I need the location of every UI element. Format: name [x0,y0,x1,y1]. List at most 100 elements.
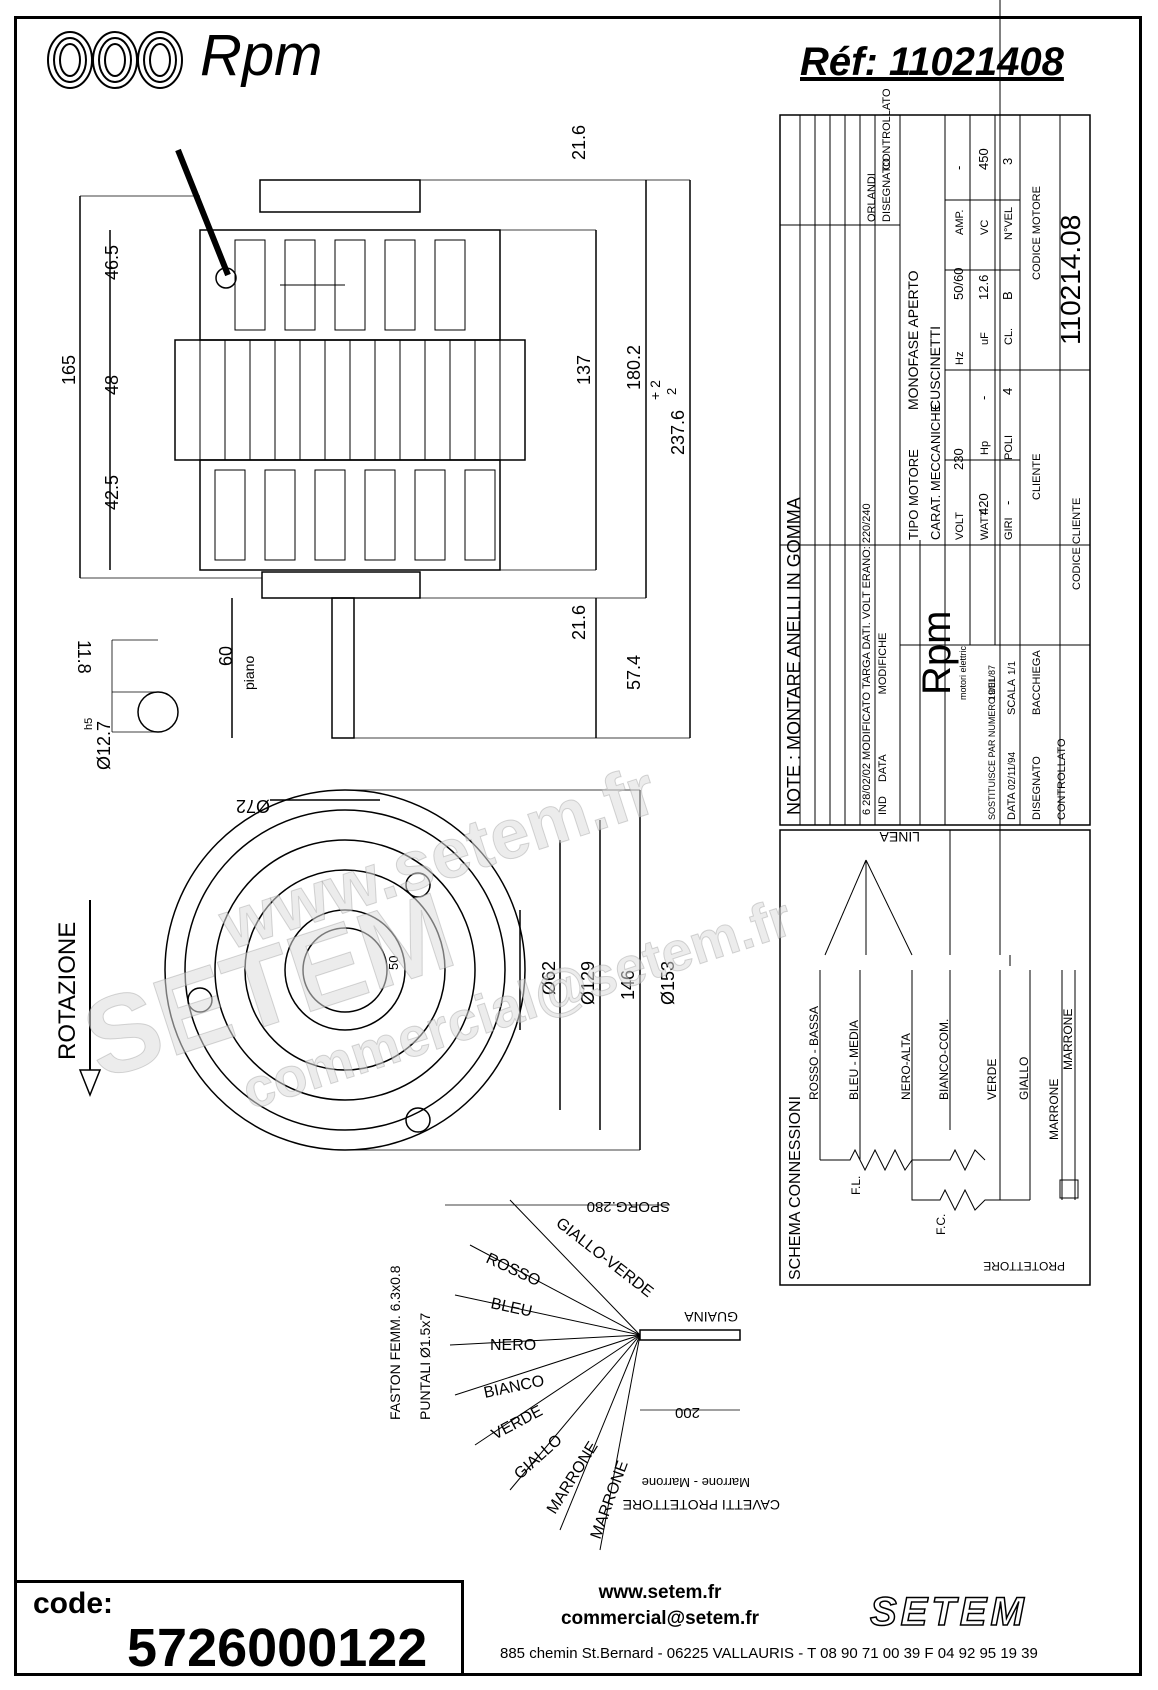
dim-21-6-top: 21.6 [569,125,589,160]
label-carat: CARAT. MECCANICHE [928,403,943,540]
value-giri: - [1000,501,1015,505]
label-cliente: CLIENTE [1031,454,1043,500]
label-hp: Hp [979,441,991,455]
label-tipo-motore: TIPO MOTORE [906,449,921,540]
dim-48: 48 [102,375,122,395]
footer-email-link[interactable]: commercial@setem.fr [560,1608,760,1629]
label-orlandi: ORLANDI [866,173,878,222]
value-hp: - [976,396,991,400]
revision-row: 6 28/02/02 MODIFICATO TARGA DATI. VOLT E… [861,503,873,815]
dim-146: 146 [618,970,638,1000]
label-controllato-top: CONTROLLATO [881,88,893,170]
value-amp: - [951,166,966,170]
title-block [779,114,1091,826]
value-disegnato: BACCHIEGA [1031,650,1043,715]
lead-verde: VERDE [985,1059,999,1100]
label-fc: F.C. [934,1214,948,1235]
dim-sporg: SPORG.280 [587,1198,670,1215]
value-uf: 12.6 [976,275,991,300]
label-linea: LINEA [879,829,920,845]
note-text: NOTE : MONTARE ANELLI IN GOMMA [784,497,804,815]
value-watt: 420 [976,493,991,515]
label-sostituisce: SOSTITUISCE PAR NUMERO DEL [987,677,997,820]
schema-box [779,829,1091,1286]
label-fl: F.L. [849,1176,863,1195]
value-cl: B [1000,291,1015,300]
label-volt: VOLT [954,512,966,540]
label-disegnato-top: DISEGNATO [881,158,893,222]
dim-237-6: 237.6 [668,410,688,455]
dim-72: Ø72 [236,796,270,816]
label-cavetti-colors: Marrone - Marrone [642,1475,750,1490]
value-tipo-motore: MONOFASE APERTO [905,270,921,410]
dim-42-5: 42.5 [102,475,122,510]
title-rpm-logo: Rpm [915,611,959,695]
schema-title: SCHEMA CONNESSIONI [787,1096,804,1280]
setem-logo: SETEM [869,1589,1028,1635]
dim-12-7: Ø12.7 [94,721,114,770]
title-motori: motori elettrici [958,644,968,700]
dim-153: Ø153 [658,961,678,1005]
footer-contact: www.setem.fr commercial@setem.fr [520,1580,800,1632]
value-carat: CUSCINETTI [927,326,943,410]
value-codice-motore: 110214.08 [1055,215,1086,345]
wire-label-verde: VERDE [489,1403,546,1444]
rpm-coil-logo [47,31,183,89]
dim-165: 165 [59,355,79,385]
top-winding-housing [199,229,501,341]
label-hz: Hz [954,352,966,365]
code-value: 5726000122 [127,1618,428,1678]
lead-marrone-1: MARRONE [1047,1079,1061,1140]
wire-label-nero: NERO [490,1337,536,1354]
label-faston: FASTON FEMM. 6.3x0.8 [387,1265,403,1420]
dim-57-4: 57.4 [624,655,644,690]
code-label: code: [33,1587,114,1620]
value-data: 02/11/94 [1007,751,1018,790]
bottom-bearing-plate [261,571,421,599]
wire-label-giallo-verde: GIALLO-VERDE [553,1215,657,1301]
lead-marrone-2: MARRONE [1061,1009,1075,1070]
dim-200: 200 [675,1404,700,1421]
label-scala: SCALA [1006,678,1018,715]
label-guaina: GUAINA [684,1309,738,1325]
label-piano: piano [241,656,257,690]
lead-giallo: GIALLO [1017,1057,1031,1100]
dim-21-6-bottom: 21.6 [569,605,589,640]
value-sostituisce-date: 19/01/87 [987,665,997,700]
drawing-sheet [14,16,1142,1676]
brand-logo: Rpm [200,23,323,88]
dim-11-8: 11.8 [74,640,94,674]
label-cavetti: CAVETTI PROTETTORE [623,1497,780,1513]
label-poli: POLI [1003,435,1015,460]
label-nvel: N°VEL [1003,207,1015,240]
label-watt: WATT [979,510,991,540]
center-hub [284,909,406,1031]
lead-bleu-media: BLEU - MEDIA [847,1020,861,1100]
label-rotazione: ROTAZIONE [54,922,81,1060]
value-vc: 450 [976,148,991,170]
dim-237-tol: + 2 [647,380,663,400]
rev-headers: INDDATAMODIFICHE [877,633,889,815]
lead-rosso-bassa: ROSSO - BASSA [807,1006,821,1100]
wire-label-giallo: GIALLO [511,1432,565,1483]
label-h5: h5 [83,718,95,730]
label-controllato: CONTROLLATO [1056,738,1068,820]
label-codice-cliente: CODICE CLIENTE [1071,498,1083,590]
lead-bianco-com: BIANCO-COM. [937,1019,951,1100]
value-volt: 230 [951,448,966,470]
label-vc: VC [979,220,991,235]
value-nvel: 3 [1000,158,1015,165]
lead-nero-alta: NERO-ALTA [899,1033,913,1100]
code-box: code: 5726000122 [14,1580,464,1678]
value-scala: 1/1 [1007,661,1018,675]
top-bearing-plate [259,179,421,213]
label-disegnato: DISEGNATO [1031,756,1043,820]
label-protettore: PROTETTORE [983,1259,1065,1273]
dim-180-2: 180.2 [624,345,644,390]
label-cl: CL. [1003,328,1015,345]
reference-number: Réf: 11021408 [800,40,1064,84]
label-amp: AMP. [954,210,966,235]
label-uf: uF [979,332,991,345]
footer-web-link[interactable]: www.setem.fr [598,1582,722,1603]
